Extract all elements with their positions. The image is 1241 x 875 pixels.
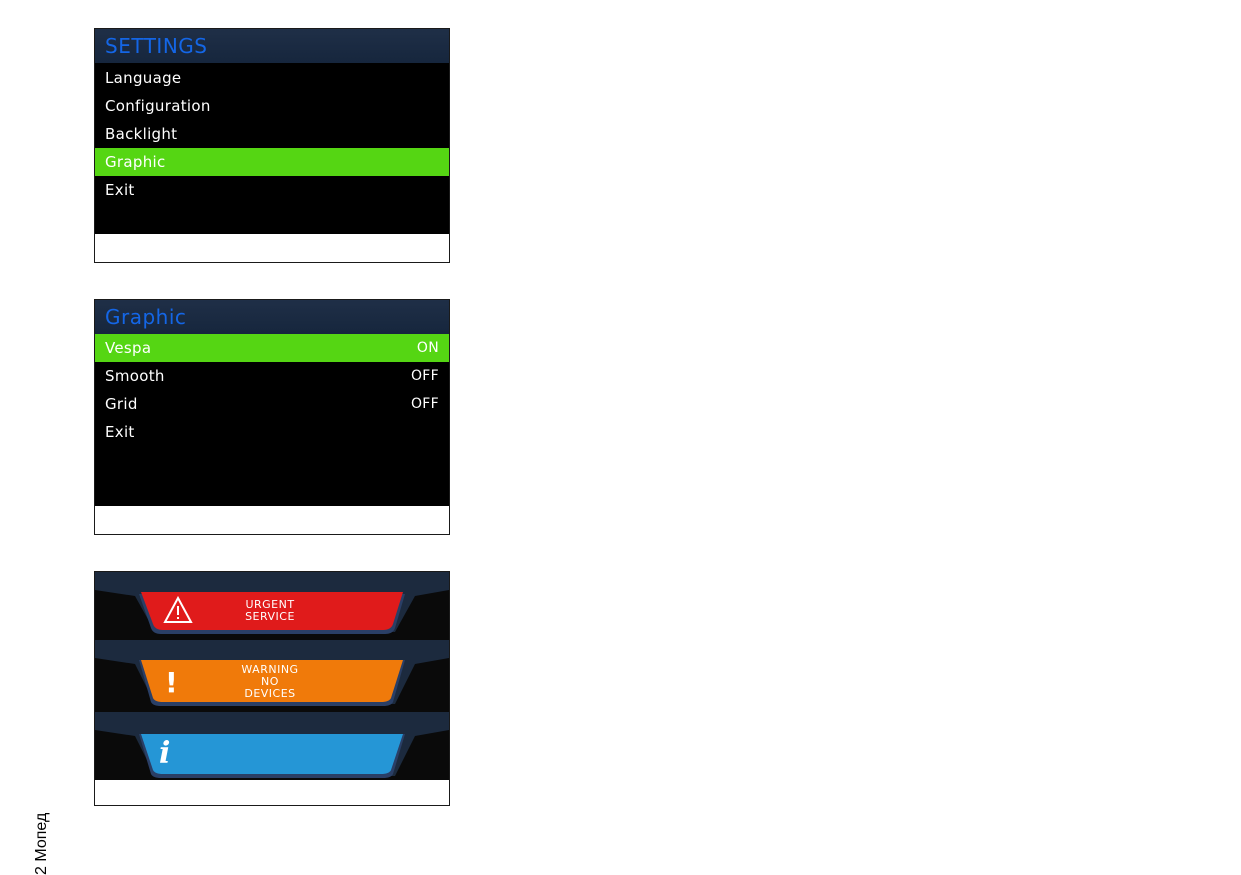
alert-warning-text: WARNING NO DEVICES xyxy=(215,664,325,700)
menu-item-label: Vespa xyxy=(105,339,152,357)
alert-urgent-banner xyxy=(95,572,449,640)
alert-urgent: URGENT SERVICE xyxy=(95,572,449,640)
menu-item-label: Language xyxy=(105,69,182,87)
menu-item-value: OFF xyxy=(410,396,439,412)
settings-title: SETTINGS xyxy=(105,34,208,58)
alert-urgent-text: URGENT SERVICE xyxy=(215,599,325,623)
menu-item-label: Grid xyxy=(105,395,138,413)
menu-item-label: Smooth xyxy=(105,367,165,385)
alerts-display: URGENT SERVICE ! WARNING NO DEVICES xyxy=(95,572,449,780)
menu-item-language[interactable]: Language xyxy=(95,64,449,92)
alert-line: DEVICES xyxy=(244,687,296,700)
exclamation-icon: ! xyxy=(165,666,178,699)
menu-item-label: Exit xyxy=(105,181,135,199)
graphic-display: Graphic Vespa ON Smooth OFF Grid OFF Exi… xyxy=(95,300,449,506)
alert-line: WARNING xyxy=(241,663,299,676)
alert-line: URGENT xyxy=(245,598,295,611)
menu-item-backlight[interactable]: Backlight xyxy=(95,120,449,148)
menu-item-label: Graphic xyxy=(105,153,166,171)
alert-warning: ! WARNING NO DEVICES xyxy=(95,640,449,712)
settings-display: SETTINGS Language Configuration Backligh… xyxy=(95,29,449,234)
alert-line: NO xyxy=(261,675,279,688)
menu-item-value: ON xyxy=(416,340,439,356)
menu-item-value: OFF xyxy=(410,368,439,384)
menu-item-vespa[interactable]: Vespa ON xyxy=(95,334,449,362)
side-label: 2 Мопед xyxy=(33,812,50,875)
menu-item-exit[interactable]: Exit xyxy=(95,176,449,204)
graphic-menu: Vespa ON Smooth OFF Grid OFF Exit xyxy=(95,334,449,446)
settings-screen: SETTINGS Language Configuration Backligh… xyxy=(94,28,450,263)
graphic-screen: Graphic Vespa ON Smooth OFF Grid OFF Exi… xyxy=(94,299,450,535)
alert-info: i xyxy=(95,712,449,780)
graphic-title: Graphic xyxy=(105,305,187,329)
alert-line: SERVICE xyxy=(245,610,295,623)
menu-item-grid[interactable]: Grid OFF xyxy=(95,390,449,418)
alert-info-banner xyxy=(95,712,449,780)
graphic-header: Graphic xyxy=(95,300,449,334)
menu-item-label: Backlight xyxy=(105,125,178,143)
menu-item-label: Configuration xyxy=(105,97,211,115)
warning-triangle-icon xyxy=(163,595,193,628)
alerts-screen: URGENT SERVICE ! WARNING NO DEVICES xyxy=(94,571,450,806)
settings-menu: Language Configuration Backlight Graphic… xyxy=(95,63,449,204)
alert-warning-banner xyxy=(95,640,449,712)
menu-item-graphic[interactable]: Graphic xyxy=(95,148,449,176)
settings-header: SETTINGS xyxy=(95,29,449,63)
menu-item-label: Exit xyxy=(105,423,135,441)
menu-item-configuration[interactable]: Configuration xyxy=(95,92,449,120)
info-icon: i xyxy=(159,736,171,771)
menu-item-exit[interactable]: Exit xyxy=(95,418,449,446)
menu-item-smooth[interactable]: Smooth OFF xyxy=(95,362,449,390)
